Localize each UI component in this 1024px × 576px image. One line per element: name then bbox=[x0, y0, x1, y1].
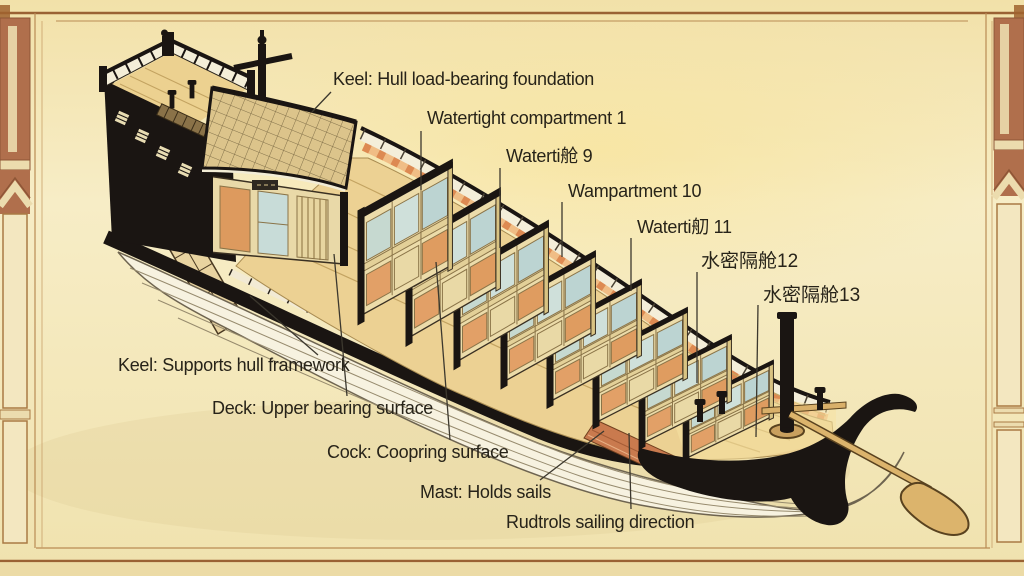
label-compartment-12: 水密隔舱12 bbox=[701, 251, 799, 272]
sculling-oar bbox=[788, 410, 970, 536]
oar-blade bbox=[899, 481, 970, 536]
deck-cabin bbox=[200, 85, 358, 266]
leader-lines bbox=[249, 91, 759, 510]
cross-mast bbox=[233, 30, 293, 110]
ship bbox=[99, 29, 970, 536]
bow-prow bbox=[637, 393, 918, 526]
stern-flag-mast bbox=[161, 29, 168, 56]
fore-mast bbox=[769, 312, 805, 439]
right-border-column bbox=[991, 17, 1024, 543]
label-compartment-1: Watertight compartment 1 bbox=[427, 108, 627, 128]
label-compartment-11: Waterti舠 11 bbox=[637, 217, 732, 237]
stern-railing bbox=[99, 32, 255, 96]
label-mast: Mast: Holds sails bbox=[420, 482, 551, 502]
stern-windows bbox=[113, 109, 194, 179]
foredeck-fittings bbox=[694, 312, 847, 439]
label-keel-foundation: Keel: Hull load-bearing foundation bbox=[333, 69, 594, 89]
label-compartment-13: 水密隔舱13 bbox=[763, 285, 861, 306]
stern-structure bbox=[99, 29, 293, 262]
decorative-border bbox=[0, 5, 1024, 576]
left-border-column bbox=[0, 17, 33, 544]
label-keel-framework: Keel: Supports hull framework bbox=[118, 355, 350, 375]
label-deck: Deck: Upper bearing surface bbox=[212, 398, 434, 418]
label-compartment-9: Waterti舱 9 bbox=[506, 146, 593, 166]
label-cock: Cock: Coopring surface bbox=[327, 442, 509, 462]
label-compartment-10: Wampartment 10 bbox=[568, 181, 702, 201]
label-rudder: Rudtrols sailing direction bbox=[506, 512, 695, 532]
